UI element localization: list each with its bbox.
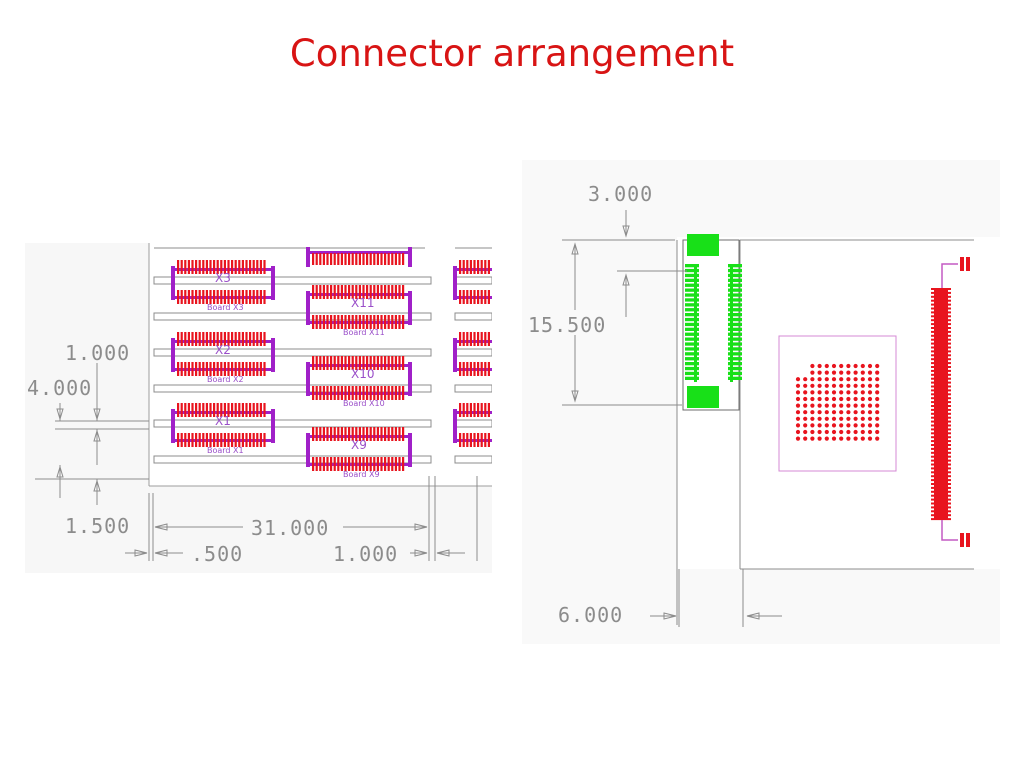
connector-label: X9: [351, 438, 367, 452]
dimension-6000: 6.000: [558, 603, 623, 627]
dimension-1000-a: 1.000: [65, 341, 130, 365]
board-label: Board X3: [207, 303, 244, 312]
dimension-arrows: [571, 225, 760, 620]
board-connector-partial: [453, 332, 492, 376]
dimension-lines: [562, 210, 782, 627]
connector-label: X10: [351, 367, 375, 381]
dimension-31000: 31.000: [251, 516, 329, 540]
connector-label: X1: [215, 414, 231, 428]
board-label: Board X2: [207, 375, 244, 384]
bga-ball-grid: [795, 363, 880, 441]
dimension-arrows: [56, 408, 450, 557]
board-label: Board X9: [343, 470, 380, 479]
board-label: Board X1: [207, 446, 244, 455]
board-label: Board X11: [343, 328, 385, 337]
connector-label: X2: [215, 343, 231, 357]
connector-label: X3: [215, 271, 231, 285]
connector-label: X11: [351, 296, 375, 310]
green-pin-rows: [685, 264, 742, 382]
end-pins: [960, 257, 970, 547]
dimension-1500: 1.500: [65, 514, 130, 538]
board-connector-partial: [306, 247, 412, 267]
green-pad-bottom: [687, 386, 719, 408]
board-connector-partial: [453, 260, 492, 304]
dimension-3000: 3.000: [588, 182, 653, 206]
dimension-1000-b: 1.000: [333, 542, 398, 566]
dimension-15500: 15.500: [528, 313, 606, 337]
dimension-500: .500: [191, 542, 243, 566]
long-connector: [931, 288, 951, 521]
board-label: Board X10: [343, 399, 385, 408]
page-title: Connector arrangement: [289, 32, 735, 75]
board-strips: [153, 247, 492, 464]
right-connector-drawing: 3.000 15.500 6.000: [522, 160, 1000, 644]
green-pad-top: [687, 234, 719, 256]
board-connector-partial: [453, 403, 492, 447]
bga-outline: [778, 335, 897, 472]
dimension-lines: [35, 363, 478, 561]
dimension-4000: 4.000: [27, 376, 92, 400]
